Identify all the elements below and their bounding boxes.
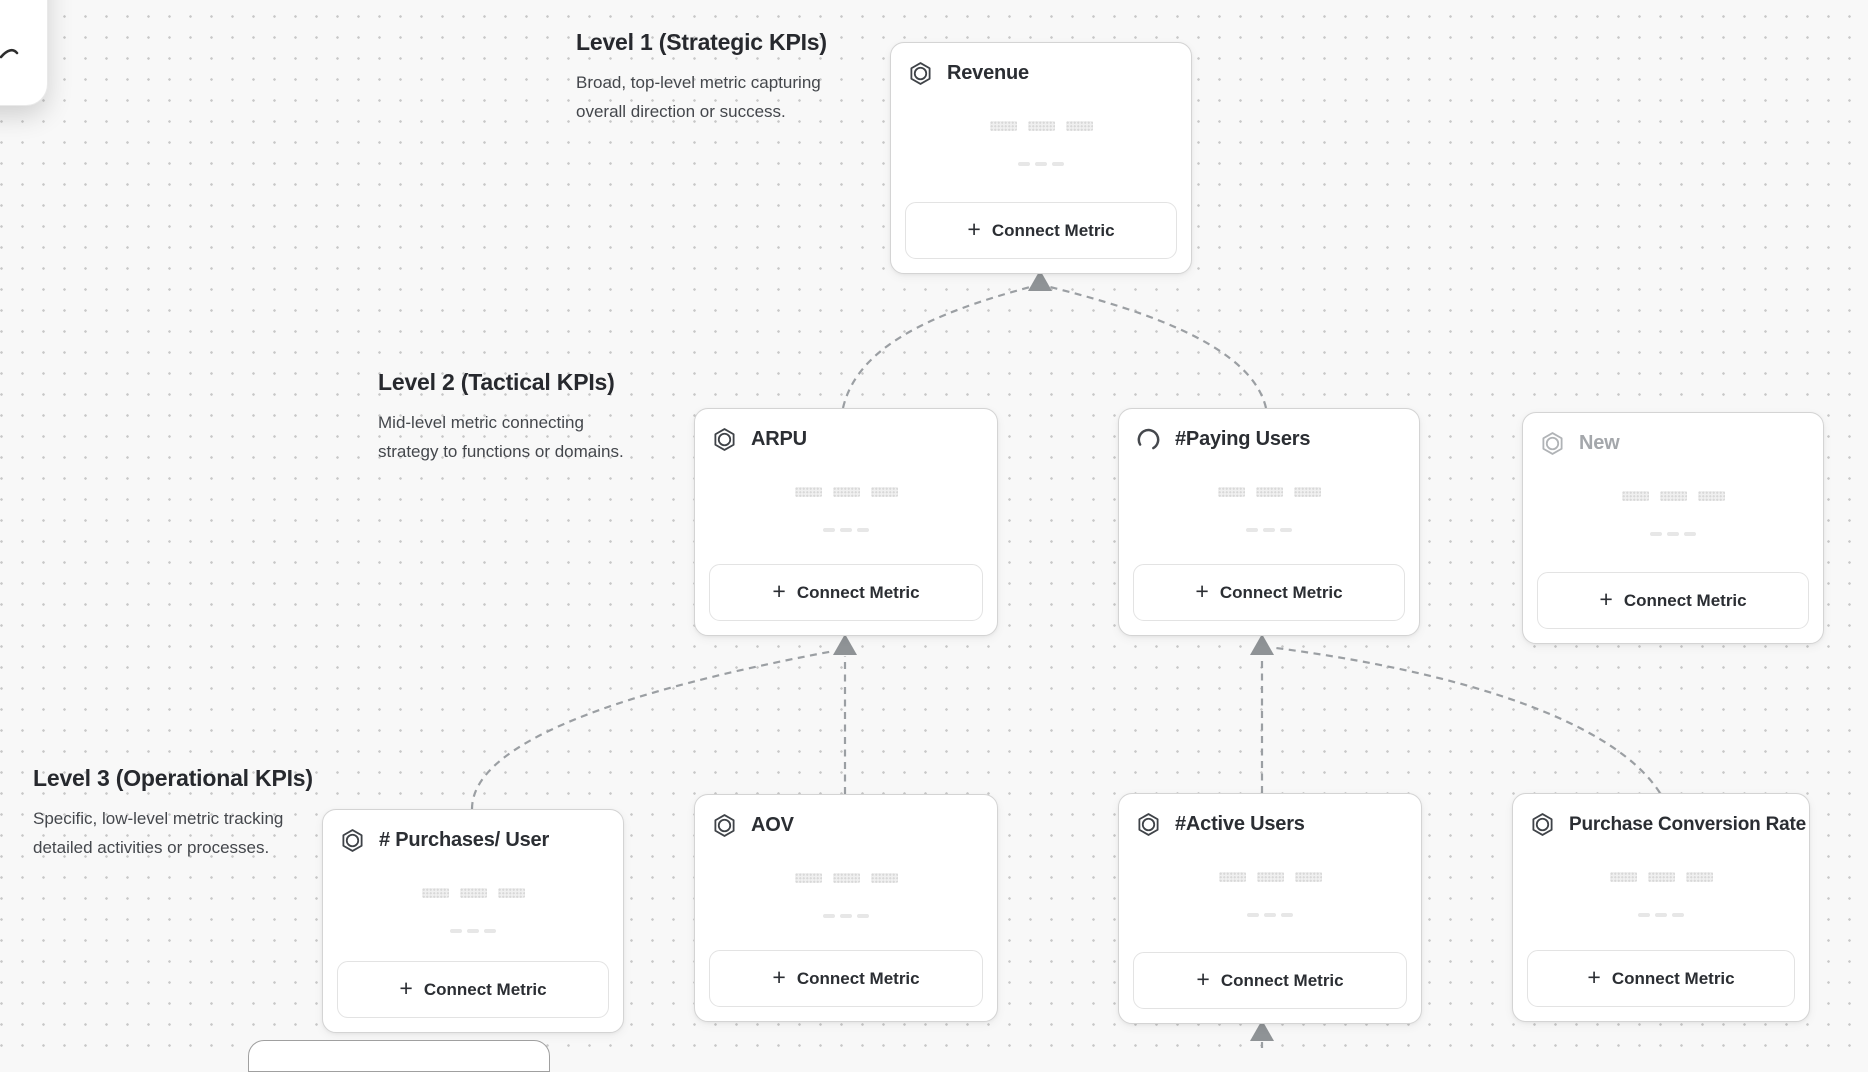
skeleton-bars [1523, 491, 1823, 501]
card-header: # Purchases/ User [339, 827, 549, 854]
partial-metric-card-bottom[interactable] [248, 1040, 550, 1072]
card-title: New [1579, 432, 1620, 454]
connector-pcr-to-payingusers [1275, 646, 1661, 794]
skeleton-dashes [695, 914, 997, 918]
card-header: Revenue [907, 60, 1029, 87]
plus-icon: + [967, 216, 981, 242]
connect-metric-button[interactable]: + Connect Metric [1133, 952, 1407, 1009]
skeleton-bars [1513, 872, 1809, 882]
connect-metric-label: Connect Metric [1220, 970, 1344, 990]
connect-metric-label: Connect Metric [1611, 968, 1735, 988]
plus-icon: + [399, 975, 413, 1001]
plus-icon: + [1587, 964, 1601, 990]
level-3-description: Specific, low-level metric tracking deta… [33, 809, 284, 857]
connect-metric-button[interactable]: + Connect Metric [1537, 572, 1809, 629]
card-header: AOV [711, 812, 794, 839]
card-title: AOV [751, 814, 794, 836]
skeleton-dashes [323, 929, 623, 933]
connect-metric-button[interactable]: + Connect Metric [1527, 950, 1795, 1007]
metric-card-aov[interactable]: AOV + Connect Metric [694, 794, 998, 1022]
skeleton-dashes [1523, 532, 1823, 536]
spinner-icon [1137, 428, 1160, 450]
connect-metric-button[interactable]: + Connect Metric [337, 961, 609, 1018]
card-header: #Paying Users [1135, 426, 1310, 453]
hexagon-metric-icon [1532, 813, 1553, 836]
skeleton-bars [1119, 872, 1421, 882]
skeleton-bars [695, 487, 997, 497]
connector-arpu-to-revenue [841, 284, 1035, 409]
connect-metric-button[interactable]: + Connect Metric [709, 564, 983, 621]
metric-card-revenue[interactable]: Revenue + Connect Metric [890, 42, 1192, 274]
connect-metric-button[interactable]: + Connect Metric [709, 950, 983, 1007]
skeleton-dashes [1119, 528, 1419, 532]
metric-card-new[interactable]: New + Connect Metric [1522, 412, 1824, 644]
connect-metric-button[interactable]: + Connect Metric [1133, 564, 1405, 621]
hexagon-metric-icon [342, 829, 363, 852]
skeleton-bars [323, 888, 623, 898]
level-3-title: Level 3 (Operational KPIs) [33, 765, 313, 791]
level-2-description: Mid-level metric connecting strategy to … [378, 413, 624, 461]
arrowhead-into-payingusers [1250, 634, 1274, 655]
metric-card-active-users[interactable]: #Active Users + Connect Metric [1118, 793, 1422, 1024]
connect-metric-label: Connect Metric [1623, 590, 1747, 610]
connector-payingusers-to-revenue [1045, 284, 1268, 409]
plus-icon: + [772, 964, 786, 990]
skeleton-dashes [891, 162, 1191, 166]
connect-metric-label: Connect Metric [1219, 582, 1343, 602]
connect-metric-label: Connect Metric [423, 979, 547, 999]
card-header: Purchase Conversion Rate [1529, 811, 1806, 838]
card-title: # Purchases/ User [379, 829, 550, 851]
card-title: #Paying Users [1175, 428, 1311, 450]
skeleton-dashes [1119, 913, 1421, 917]
level-1-title: Level 1 (Strategic KPIs) [576, 29, 827, 55]
metric-card-paying-users[interactable]: #Paying Users + Connect Metric [1118, 408, 1420, 636]
skeleton-bars [1119, 487, 1419, 497]
hexagon-metric-icon [1542, 432, 1563, 455]
card-title: Revenue [947, 62, 1029, 84]
connector-purchases-to-arpu [470, 649, 835, 810]
level-3-heading: Level 3 (Operational KPIs) Specific, low… [33, 762, 333, 862]
hexagon-metric-icon [1138, 813, 1159, 836]
level-1-heading: Level 1 (Strategic KPIs) Broad, top-leve… [576, 26, 856, 126]
level-1-description: Broad, top-level metric capturing overal… [576, 73, 821, 121]
connect-metric-label: Connect Metric [796, 968, 920, 988]
card-header: New [1539, 430, 1620, 457]
skeleton-dashes [695, 528, 997, 532]
hexagon-metric-icon [714, 814, 735, 837]
card-header: ARPU [711, 426, 807, 453]
connect-metric-label: Connect Metric [991, 220, 1115, 240]
card-title: Purchase Conversion Rate [1569, 814, 1807, 835]
partial-floating-panel[interactable] [0, 0, 48, 106]
skeleton-bars [891, 121, 1191, 131]
hexagon-metric-icon [714, 428, 735, 451]
card-header: #Active Users [1135, 811, 1305, 838]
connect-metric-button[interactable]: + Connect Metric [905, 202, 1177, 259]
plus-icon: + [772, 578, 786, 604]
connect-metric-label: Connect Metric [796, 582, 920, 602]
plus-icon: + [1599, 586, 1613, 612]
plus-icon: + [1195, 578, 1209, 604]
hexagon-metric-icon [910, 62, 931, 85]
level-2-heading: Level 2 (Tactical KPIs) Mid-level metric… [378, 366, 648, 466]
skeleton-bars [695, 873, 997, 883]
metric-card-arpu[interactable]: ARPU + Connect Metric [694, 408, 998, 636]
arrowhead-into-arpu [833, 634, 857, 655]
plus-icon: + [1196, 966, 1210, 992]
level-2-title: Level 2 (Tactical KPIs) [378, 369, 615, 395]
card-title: #Active Users [1175, 813, 1305, 835]
card-title: ARPU [751, 428, 807, 450]
metric-card-purchases-per-user[interactable]: # Purchases/ User + Connect Metric [322, 809, 624, 1033]
partial-panel-glyph-icon [0, 48, 19, 59]
metric-card-purchase-conversion-rate[interactable]: Purchase Conversion Rate + Connect Metri… [1512, 793, 1810, 1022]
skeleton-dashes [1513, 913, 1809, 917]
